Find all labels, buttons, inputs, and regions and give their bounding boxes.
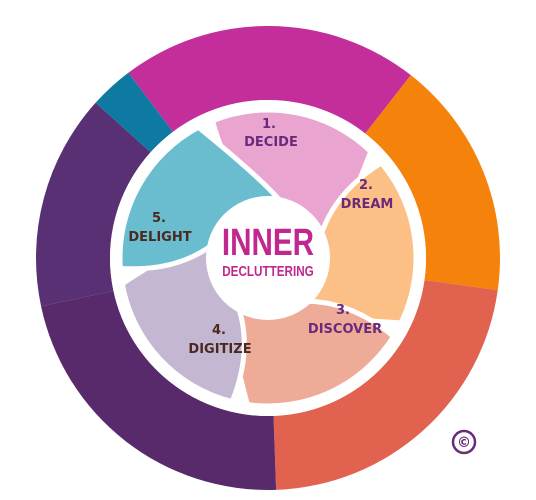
center-title: INNER	[222, 222, 314, 264]
step-label: DECIDE	[244, 135, 298, 150]
step-label: DISCOVER	[308, 322, 382, 337]
step-label: DELIGHT	[128, 230, 191, 245]
step-number: 5.	[152, 211, 166, 226]
step-label: DREAM	[341, 197, 394, 212]
step-3: 3. DISCOVER	[308, 303, 382, 337]
petal-5	[117, 124, 281, 272]
center-subtitle: DECLUTTERING	[222, 263, 314, 280]
ring-segment	[128, 26, 411, 134]
ring-segment	[365, 75, 500, 291]
ring-segment	[95, 72, 173, 153]
ring-segment	[273, 279, 498, 490]
copyright-icon: ©	[451, 429, 477, 455]
center-hub	[206, 196, 330, 320]
outer-ring	[35, 26, 500, 490]
step-number: 4.	[212, 323, 226, 338]
petal-group	[117, 107, 419, 409]
ring-segment	[41, 290, 277, 490]
step-5: 5. DELIGHT	[128, 211, 191, 245]
step-number: 2.	[359, 178, 373, 193]
step-number: 1.	[262, 117, 276, 132]
step-4: 4. DIGITIZE	[188, 323, 251, 357]
copyright-symbol: ©	[457, 435, 471, 451]
step-2: 2. DREAM	[341, 178, 394, 212]
step-number: 3.	[336, 303, 350, 318]
ring-segment	[35, 102, 151, 307]
step-1: 1. DECIDE	[244, 117, 298, 150]
step-label: DIGITIZE	[188, 342, 251, 357]
